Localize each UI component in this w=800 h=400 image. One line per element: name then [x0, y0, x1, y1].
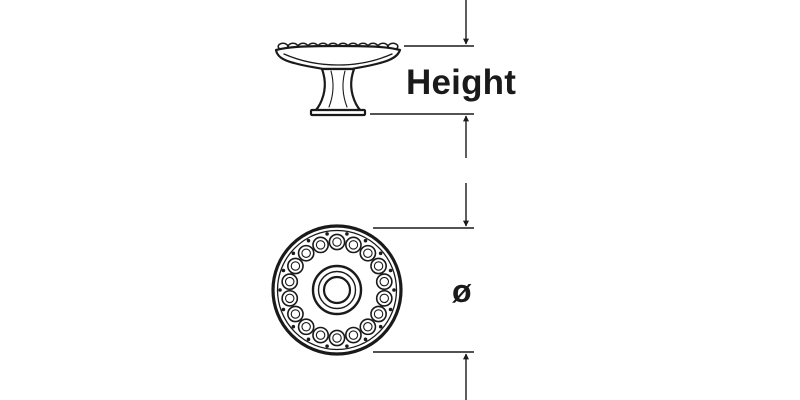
rim-dot	[363, 238, 368, 243]
bead-highlight	[379, 276, 390, 287]
rim-dot	[281, 307, 286, 312]
bead	[287, 305, 304, 323]
rim-dot	[291, 251, 296, 256]
rim-dot	[278, 288, 282, 292]
bead	[312, 236, 329, 254]
bead-highlight	[290, 309, 301, 319]
bead-highlight	[379, 293, 390, 304]
rim-dot	[306, 337, 311, 342]
bead-highlight	[348, 330, 359, 340]
bead-highlight	[284, 276, 295, 287]
bead	[287, 257, 304, 275]
bead	[375, 289, 393, 307]
bead-highlight	[363, 248, 373, 258]
knob-side-view	[274, 42, 402, 117]
bead-highlight	[290, 261, 301, 271]
rim-dot	[325, 232, 329, 236]
height-dimension	[370, 0, 474, 158]
knob-cap	[274, 44, 402, 71]
bead	[370, 257, 387, 275]
rim-dot	[291, 324, 296, 329]
rim-dot	[378, 251, 383, 256]
rim-dot	[306, 238, 311, 243]
bead-highlight	[284, 293, 295, 304]
rim-dot	[281, 268, 286, 273]
knob-bead-ring	[278, 232, 396, 348]
knob-top-view	[271, 224, 403, 356]
bead-highlight	[301, 248, 311, 258]
bead	[359, 318, 377, 336]
knob-center-boss-inner	[322, 275, 352, 305]
bead	[328, 233, 346, 251]
knob-stem-highlight	[342, 70, 348, 108]
bead	[359, 244, 377, 262]
bead	[281, 273, 299, 291]
bead-highlight	[373, 261, 384, 271]
bead-highlight	[315, 330, 326, 340]
bead	[345, 236, 362, 254]
bead	[328, 329, 346, 347]
rim-dot	[345, 344, 349, 348]
bead-highlight	[332, 237, 342, 247]
diameter-dimension	[373, 183, 474, 400]
bead	[312, 326, 329, 344]
rim-dot	[345, 232, 349, 236]
bead	[297, 318, 315, 336]
bead-highlight	[348, 240, 359, 250]
rim-dot	[388, 268, 393, 273]
rim-dot	[392, 288, 396, 292]
rim-dot	[325, 344, 329, 348]
knob-stem-highlight	[328, 70, 334, 108]
rim-dot	[378, 324, 383, 329]
knob-cap-underside	[283, 53, 393, 66]
bead-highlight	[363, 322, 373, 332]
bead-highlight	[373, 309, 384, 319]
diameter-label: ø	[452, 273, 472, 309]
height-label: Height	[406, 63, 517, 102]
rim-dot	[388, 307, 393, 312]
bead	[281, 289, 299, 307]
bead-highlight	[315, 240, 326, 250]
knob-stem	[313, 67, 363, 113]
bead	[297, 244, 315, 262]
bead	[370, 305, 387, 323]
bead-highlight	[332, 333, 342, 343]
bead	[345, 326, 362, 344]
rim-dot	[363, 337, 368, 342]
bead-highlight	[301, 322, 311, 332]
bead	[375, 273, 393, 291]
knob-base	[309, 108, 367, 117]
